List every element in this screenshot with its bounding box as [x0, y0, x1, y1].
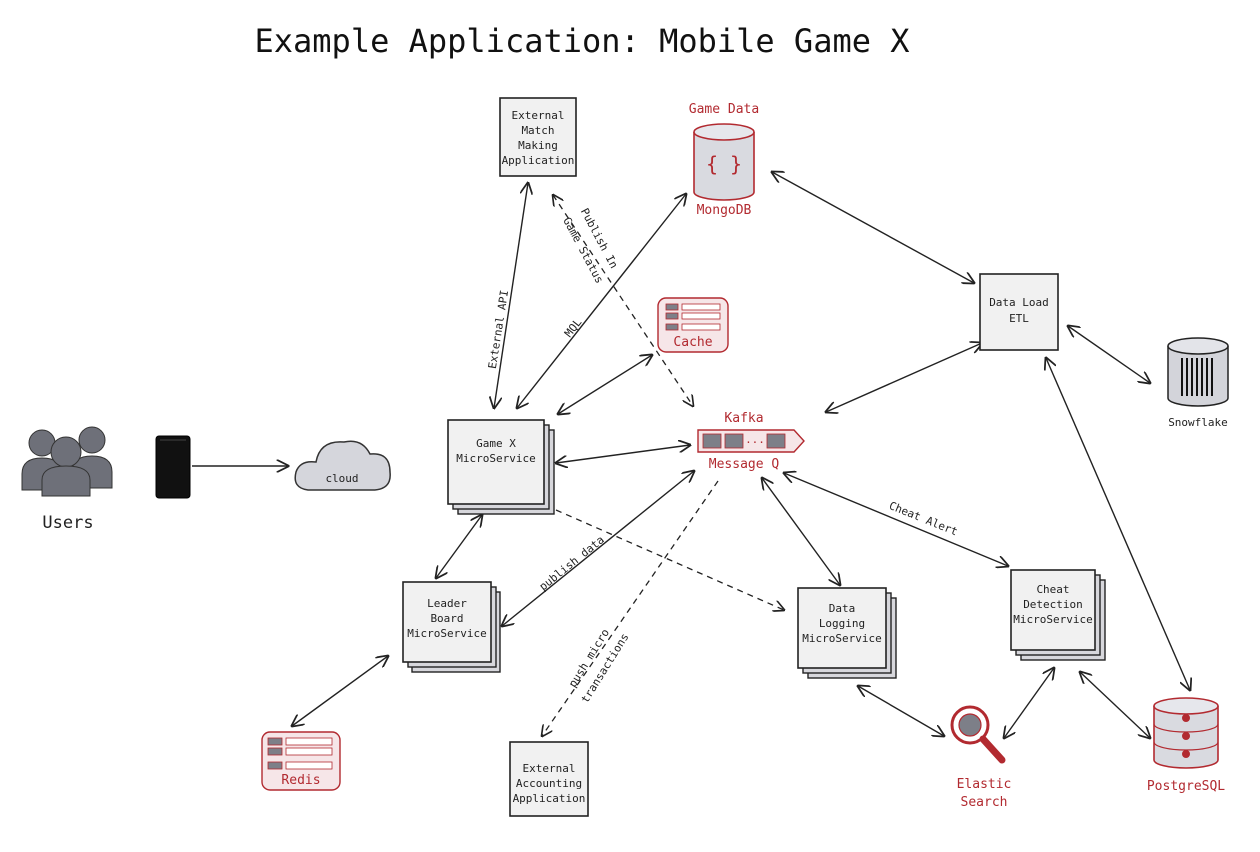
external-accounting-node: External Accounting Application [509, 741, 589, 817]
edge-label-mql: MQL [562, 316, 585, 340]
edge-etl-postgres [1046, 358, 1190, 690]
mobile-phone-icon [155, 435, 191, 499]
cheat-detection-microservice-node: Cheat Detection MicroService [1010, 569, 1106, 661]
svg-text:MicroService: MicroService [456, 452, 535, 465]
edge-label-publish-data: publish data [537, 533, 607, 593]
postgresql-node: PostgreSQL [1147, 697, 1225, 794]
edge-gamex-leaderboard [436, 515, 482, 578]
svg-text:Accounting: Accounting [516, 777, 582, 790]
message-q-label: Message Q [709, 457, 780, 472]
edge-cheat-elastic [1004, 668, 1054, 738]
data-logging-microservice-node: Data Logging MicroService [797, 587, 897, 679]
postgresql-label: PostgreSQL [1147, 779, 1225, 794]
barcode-icon [1181, 358, 1213, 396]
cloud-label: cloud [325, 472, 358, 485]
data-load-etl-node: Data Load ETL [979, 273, 1059, 351]
json-braces-icon: { } [706, 152, 742, 176]
edge-cheat-alert [784, 473, 1008, 566]
svg-text:Detection: Detection [1023, 598, 1083, 611]
edge-push-micro-transactions [542, 480, 719, 736]
svg-text:Search: Search [961, 795, 1008, 810]
svg-text:MicroService: MicroService [802, 632, 881, 645]
edge-gamex-datalogging [555, 509, 784, 610]
external-match-making-node: External Match Making Application [499, 97, 577, 177]
svg-text:Data: Data [829, 602, 856, 615]
mongodb-label: MongoDB [697, 203, 752, 218]
svg-text:Application: Application [513, 792, 586, 805]
cache-icon [665, 303, 721, 331]
database-icon [1182, 714, 1190, 758]
edge-cheat-postgres [1080, 672, 1150, 738]
svg-text:Elastic: Elastic [957, 777, 1012, 792]
cloud-icon [294, 440, 391, 491]
svg-text:Making: Making [518, 139, 558, 152]
edge-label-cheat-alert: Cheat Alert [887, 499, 959, 538]
cache-node: Cache [657, 297, 729, 353]
magnifier-icon [950, 705, 1006, 764]
edge-gamex-kafka [556, 445, 690, 463]
edge-publish-data [502, 471, 694, 626]
redis-node: Redis [261, 731, 341, 791]
edge-kafka-datalogging [762, 478, 840, 585]
svg-text:Match: Match [521, 124, 554, 137]
edge-etl-kafka [826, 343, 982, 412]
redis-label: Redis [281, 773, 320, 788]
svg-text:MicroService: MicroService [1013, 613, 1092, 626]
elastic-search-node: Elastic Search [950, 705, 1012, 810]
snowflake-label: Snowflake [1168, 416, 1228, 429]
edge-datalogging-elastic [858, 686, 944, 736]
svg-text:···: ··· [745, 436, 765, 449]
edge-cache-gamex [558, 355, 652, 414]
edge-leaderboard-redis [292, 656, 388, 726]
svg-text:Cheat: Cheat [1036, 583, 1069, 596]
redis-icon [267, 737, 333, 770]
users-label: Users [42, 513, 93, 533]
svg-text:Board: Board [430, 612, 463, 625]
game-x-microservice-node: Game X MicroService [447, 419, 555, 515]
cache-label: Cache [673, 335, 712, 350]
edge-mql [517, 194, 686, 408]
cloud-node: cloud [294, 440, 391, 491]
svg-text:Logging: Logging [819, 617, 865, 630]
envelope-icon [702, 433, 786, 449]
snowflake-node: Snowflake [1167, 337, 1229, 429]
kafka-label: Kafka [724, 411, 763, 426]
game-data-mongodb-node: Game Data { } MongoDB [689, 102, 759, 218]
svg-text:Game X: Game X [476, 437, 516, 450]
svg-text:Data Load: Data Load [989, 296, 1049, 309]
edges [192, 172, 1190, 738]
game-data-label: Game Data [689, 102, 759, 117]
edge-label-external-api: External API [486, 289, 511, 370]
edge-mongo-etl [772, 172, 974, 283]
diagram-title: Example Application: Mobile Game X [254, 22, 909, 60]
users-icon [21, 426, 113, 497]
svg-text:Application: Application [502, 154, 575, 167]
svg-text:Leader: Leader [427, 597, 467, 610]
edge-etl-snowflake [1068, 326, 1150, 383]
leader-board-microservice-node: Leader Board MicroService [402, 581, 501, 673]
kafka-message-queue-node: Kafka ··· Message Q [697, 411, 805, 472]
svg-text:ETL: ETL [1009, 312, 1029, 325]
svg-text:External: External [523, 762, 576, 775]
svg-text:External: External [512, 109, 565, 122]
svg-text:MicroService: MicroService [407, 627, 486, 640]
